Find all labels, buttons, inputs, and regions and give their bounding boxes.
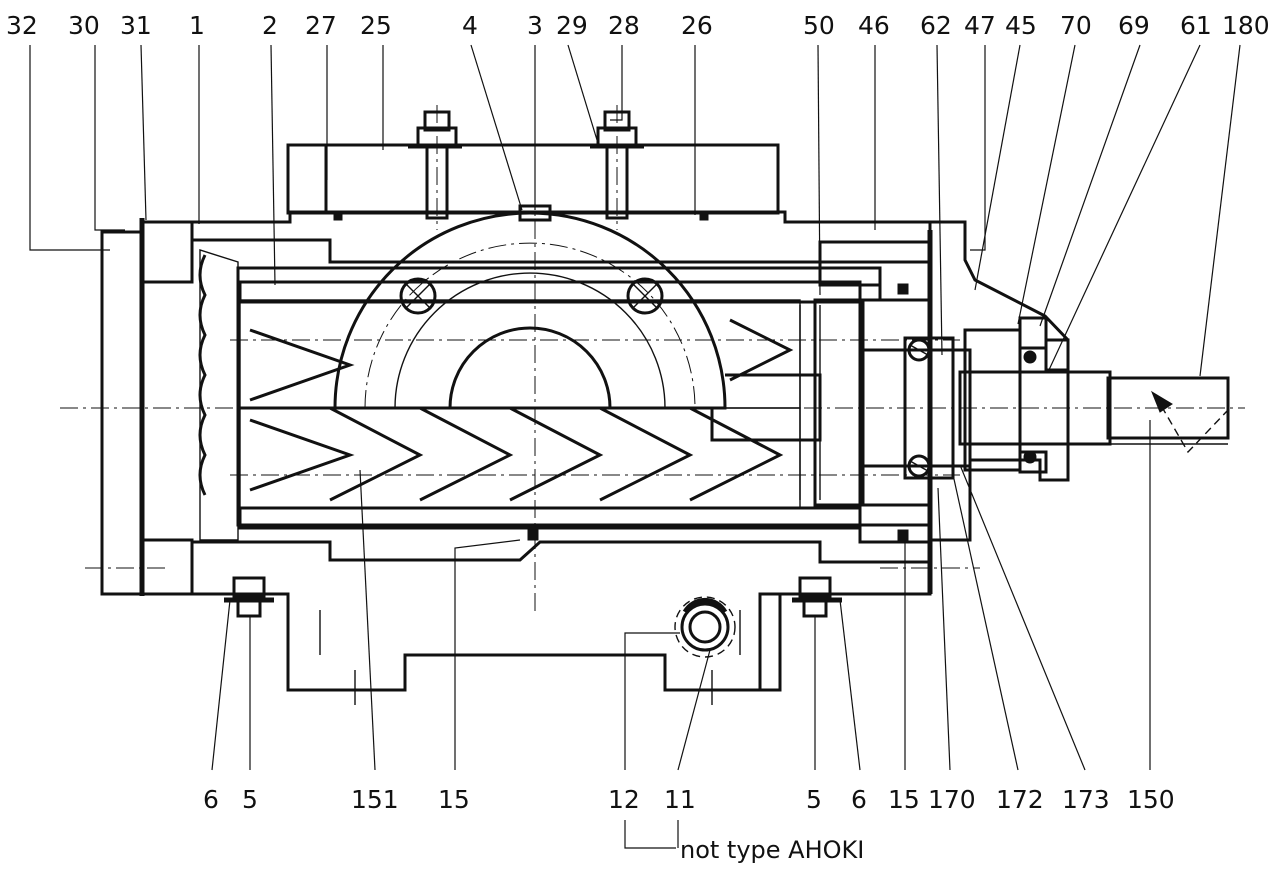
label-32: 32	[6, 11, 38, 40]
label-62: 62	[920, 11, 952, 40]
label-170: 170	[928, 785, 976, 814]
label-4: 4	[462, 11, 478, 40]
label-27: 27	[305, 11, 337, 40]
label-180: 180	[1222, 11, 1270, 40]
rotor-housing	[236, 266, 932, 530]
top-labels: 32 30 31 1 2 27 25 4 3 29 28 26 50 46 62…	[6, 11, 1270, 40]
label-50: 50	[803, 11, 835, 40]
leader-lines	[29, 44, 1241, 849]
label-70: 70	[1060, 11, 1092, 40]
label-173: 173	[1062, 785, 1110, 814]
label-5-left: 5	[242, 785, 258, 814]
label-25: 25	[360, 11, 392, 40]
o-rings	[333, 211, 909, 541]
screw-rotors	[239, 299, 801, 509]
label-15-left: 15	[438, 785, 470, 814]
label-6-left: 6	[203, 785, 219, 814]
label-69: 69	[1118, 11, 1150, 40]
drain-plug	[674, 596, 736, 658]
seal-cover	[927, 220, 1070, 594]
label-151: 151	[351, 785, 399, 814]
label-31: 31	[120, 11, 152, 40]
dome-cover	[333, 204, 822, 442]
center-lines	[60, 105, 1245, 615]
label-28: 28	[608, 11, 640, 40]
label-5-right: 5	[806, 785, 822, 814]
top-cover	[286, 110, 780, 220]
label-15-right: 15	[888, 785, 920, 814]
label-30: 30	[68, 11, 100, 40]
label-46: 46	[858, 11, 890, 40]
label-1: 1	[189, 11, 205, 40]
label-47: 47	[964, 11, 996, 40]
label-3: 3	[527, 11, 543, 40]
label-45: 45	[1005, 11, 1037, 40]
label-172: 172	[996, 785, 1044, 814]
bottom-labels: 6 5 151 15 12 11 5 6 15 170 172 173 150	[203, 785, 1175, 814]
end-cover-left	[100, 218, 194, 596]
label-26: 26	[681, 11, 713, 40]
label-11: 11	[664, 785, 696, 814]
label-6-right: 6	[851, 785, 867, 814]
label-29: 29	[556, 11, 588, 40]
label-12: 12	[608, 785, 640, 814]
type-note: not type AHOKI	[680, 836, 864, 864]
bottom-bolts	[224, 576, 842, 618]
label-150: 150	[1127, 785, 1175, 814]
label-61: 61	[1180, 11, 1212, 40]
label-2: 2	[262, 11, 278, 40]
